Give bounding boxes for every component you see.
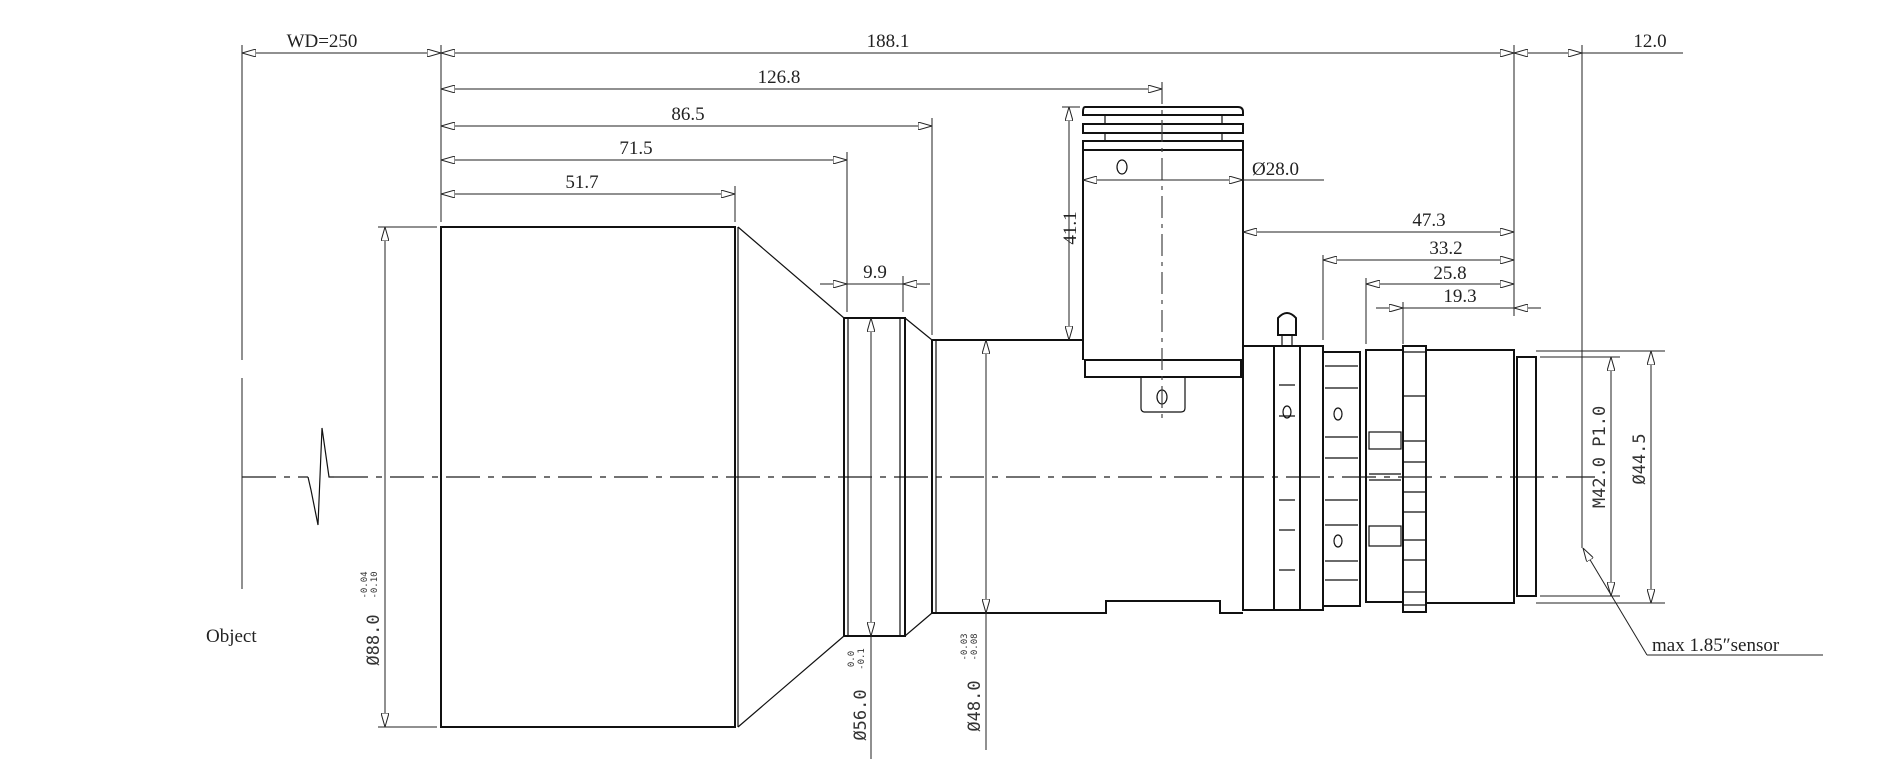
cylinder-flange bbox=[1084, 359, 1242, 378]
dim-total-length: 188.1 bbox=[867, 31, 910, 52]
tol-upper: -0.04 bbox=[360, 571, 370, 598]
dim-tube-diameter: Ø48.0 bbox=[965, 680, 985, 731]
dim-86-5: 86.5 bbox=[671, 104, 704, 125]
front-barrel bbox=[440, 226, 736, 728]
rear-taper bbox=[904, 317, 933, 637]
main-tube bbox=[931, 339, 1243, 614]
dim-71-5: 71.5 bbox=[619, 138, 652, 159]
focus-ring bbox=[1322, 351, 1361, 607]
tol-upper: -0.03 bbox=[960, 633, 970, 660]
tol-lower: -0.10 bbox=[370, 571, 380, 598]
sensor-note: max 1.85″sensor bbox=[1652, 635, 1780, 656]
screw-hole-icon bbox=[1116, 159, 1128, 175]
mount-tab bbox=[1140, 377, 1186, 413]
dim-rear-diameter: Ø44.5 bbox=[1630, 433, 1650, 484]
iris-ring bbox=[1402, 345, 1427, 613]
dim-47-3: 47.3 bbox=[1412, 210, 1445, 231]
front-taper bbox=[737, 226, 845, 728]
dim-51-7: 51.7 bbox=[565, 172, 598, 193]
rear-mount-thread bbox=[1516, 356, 1537, 597]
lens-body bbox=[440, 82, 1537, 728]
dim-working-distance: WD=250 bbox=[287, 31, 358, 52]
sensor-callout: max 1.85″sensor bbox=[1583, 548, 1823, 656]
optical-axis-centerline bbox=[242, 427, 1595, 526]
vertical-dimensions: 41.1 Ø88.0 -0.04 -0.10 Ø56.0 0.0 -0.1 Ø4… bbox=[360, 106, 1665, 759]
dim-step-diameter: Ø56.0 bbox=[851, 689, 871, 740]
tol-lower: -0.1 bbox=[857, 648, 867, 670]
tol-lower: -0.08 bbox=[970, 633, 980, 660]
lock-screw-knob bbox=[1277, 312, 1297, 336]
dim-front-diameter: Ø88.0 bbox=[364, 614, 384, 665]
break-mark bbox=[307, 427, 334, 526]
horizontal-dimensions: WD=250 188.1 12.0 126.8 86.5 71.5 51.7 9… bbox=[242, 31, 1683, 548]
focus-iris-rings bbox=[1242, 312, 1537, 613]
dim-33-2: 33.2 bbox=[1429, 238, 1462, 259]
dim-cylinder-diameter: Ø28.0 bbox=[1252, 159, 1299, 180]
dim-mount-thread: M42.0 P1.0 bbox=[1590, 406, 1610, 508]
tol-upper: 0.0 bbox=[847, 651, 857, 667]
dim-9-9: 9.9 bbox=[863, 262, 887, 283]
rear-body bbox=[1425, 349, 1515, 604]
dim-19-3: 19.3 bbox=[1443, 286, 1476, 307]
dim-25-8: 25.8 bbox=[1433, 263, 1466, 284]
dim-back-focus: 12.0 bbox=[1633, 31, 1666, 52]
dim-126-8: 126.8 bbox=[758, 67, 801, 88]
dim-41-1: 41.1 bbox=[1060, 211, 1081, 244]
side-cylinder bbox=[1082, 82, 1244, 420]
object-label: Object bbox=[206, 626, 257, 647]
